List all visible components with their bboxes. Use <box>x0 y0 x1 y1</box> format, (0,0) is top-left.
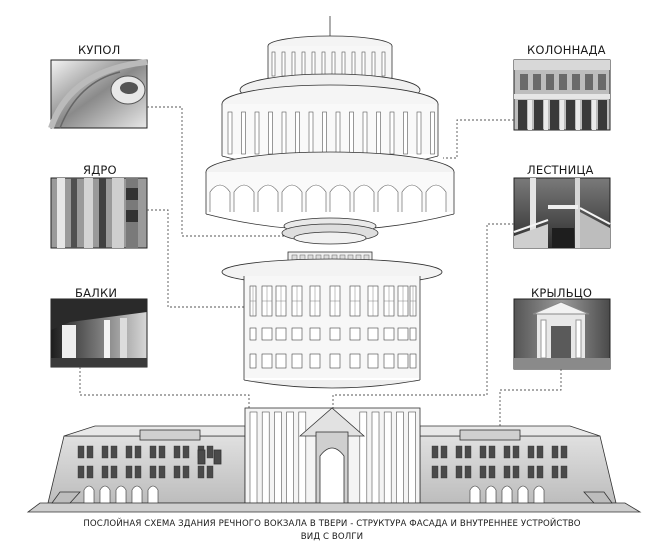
label-core: ЯДРО <box>83 163 117 177</box>
photo-porch <box>513 298 611 370</box>
photo-staircase <box>513 177 611 249</box>
leader-lines <box>79 106 562 432</box>
label-colonnade: КОЛОННАДА <box>527 43 606 57</box>
core-exploded-element <box>221 251 443 389</box>
photo-core <box>50 177 148 249</box>
photo-beams <box>50 298 148 368</box>
caption-line-2: ВИД С ВОЛГИ <box>300 532 364 542</box>
photo-colonnade <box>513 59 611 131</box>
caption-line-1: ПОСЛОЙНАЯ СХЕМА ЗДАНИЯ РЕЧНОГО ВОКЗАЛА В… <box>83 519 581 529</box>
photo-dome <box>48 59 148 129</box>
label-beams: БАЛКИ <box>75 286 118 300</box>
label-staircase: ЛЕСТНИЦА <box>527 163 594 177</box>
label-dome: КУПОЛ <box>78 43 121 57</box>
dome-exploded-element <box>205 16 455 245</box>
river-station-facade <box>26 407 642 513</box>
label-porch: КРЫЛЬЦО <box>531 286 593 300</box>
